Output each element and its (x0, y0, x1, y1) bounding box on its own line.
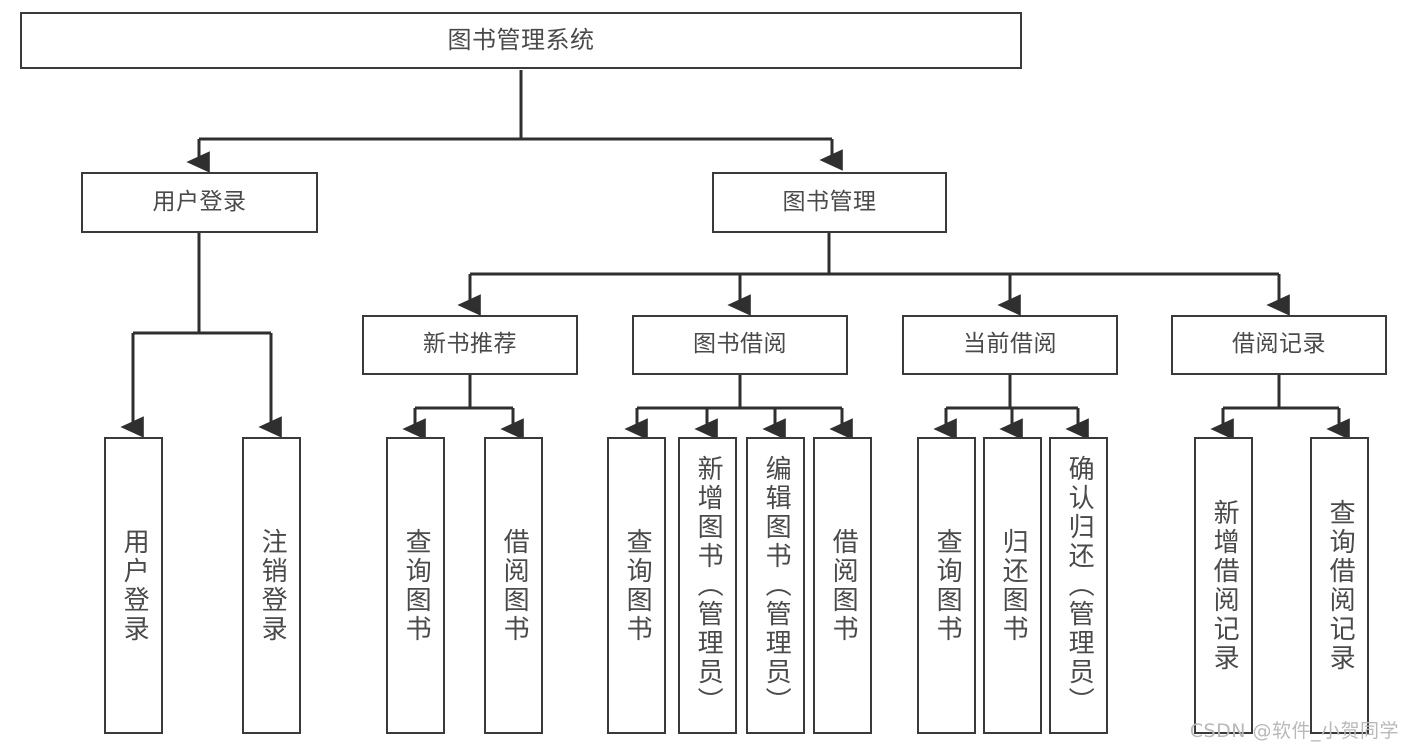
node-borrow-record[interactable]: 借阅记录 (1171, 315, 1387, 375)
node-label: 新增借阅记录 (1209, 498, 1240, 673)
node-new-book-recommend[interactable]: 新书推荐 (362, 315, 578, 375)
node-book-borrow[interactable]: 图书借阅 (632, 315, 848, 375)
node-label: 借阅图书 (828, 527, 859, 644)
leaf-new-book-borrow-book[interactable]: 借阅图书 (484, 437, 543, 734)
node-label: 图书管理 (782, 188, 877, 215)
node-label: 注销登录 (257, 527, 288, 644)
watermark: CSDN @软件_小贺同学 (1189, 720, 1399, 742)
leaf-user-login-login[interactable]: 用户登录 (104, 437, 163, 734)
leaf-user-login-logout[interactable]: 注销登录 (242, 437, 301, 734)
leaf-book-borrow-edit-book-admin[interactable]: 编辑图书（管理员） (746, 437, 805, 734)
leaf-borrow-record-add-record[interactable]: 新增借阅记录 (1194, 437, 1253, 734)
node-label: 图书管理系统 (447, 26, 595, 55)
node-label: 用户登录 (152, 188, 247, 215)
node-label: 编辑图书（管理员） (761, 455, 792, 716)
node-label: 借阅记录 (1232, 331, 1326, 358)
node-label: 新书推荐 (423, 331, 517, 358)
leaf-borrow-record-query-record[interactable]: 查询借阅记录 (1310, 437, 1369, 734)
node-label: 当前借阅 (963, 331, 1057, 358)
leaf-book-borrow-borrow-book[interactable]: 借阅图书 (813, 437, 872, 734)
node-label: 归还图书 (998, 527, 1029, 644)
node-label: 查询图书 (401, 527, 432, 644)
node-label: 查询借阅记录 (1325, 498, 1356, 673)
leaf-book-borrow-query-book[interactable]: 查询图书 (607, 437, 666, 734)
node-label: 查询图书 (622, 527, 653, 644)
leaf-book-borrow-add-book-admin[interactable]: 新增图书（管理员） (678, 437, 737, 734)
node-label: 用户登录 (119, 527, 150, 644)
node-label: 查询图书 (932, 527, 963, 644)
node-current-borrow[interactable]: 当前借阅 (902, 315, 1118, 375)
node-book-management[interactable]: 图书管理 (712, 172, 947, 233)
node-label: 新增图书（管理员） (693, 455, 724, 716)
node-label: 确认归还（管理员） (1064, 455, 1095, 716)
leaf-current-borrow-confirm-return-admin[interactable]: 确认归还（管理员） (1049, 437, 1108, 734)
leaf-new-book-query-book[interactable]: 查询图书 (386, 437, 445, 734)
leaf-current-borrow-return-book[interactable]: 归还图书 (983, 437, 1042, 734)
leaf-current-borrow-query-book[interactable]: 查询图书 (917, 437, 976, 734)
node-label: 借阅图书 (499, 527, 530, 644)
node-label: 图书借阅 (693, 331, 787, 358)
node-user-login[interactable]: 用户登录 (81, 172, 318, 233)
node-root-book-management-system[interactable]: 图书管理系统 (20, 12, 1022, 69)
